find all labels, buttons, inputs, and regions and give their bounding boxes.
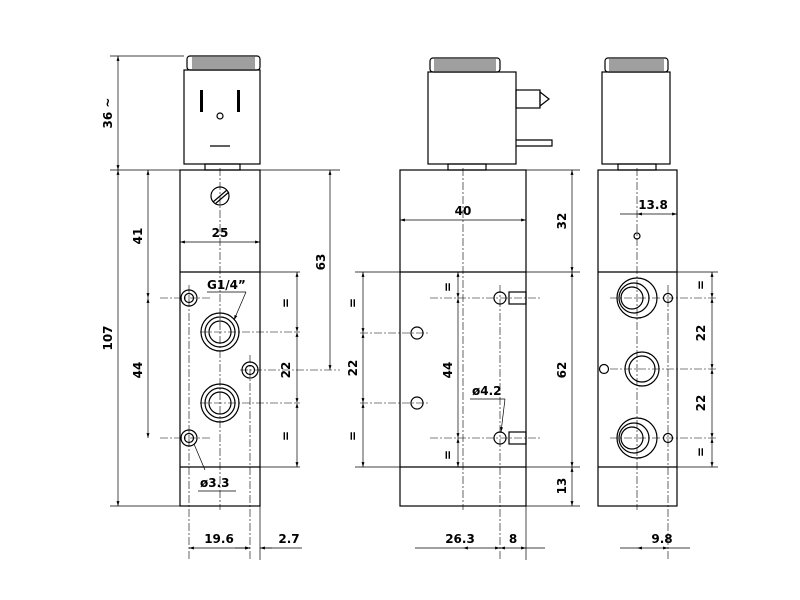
dim-height-63: 63 [314, 254, 328, 271]
dim-lower-section: 44 [131, 362, 145, 379]
dim-width-side: 40 [455, 204, 472, 218]
dim-mount-hole-side: ø4.2 [472, 384, 502, 398]
dim-side-pitch-22: 22 [346, 360, 360, 377]
equal-mark-side-left-lower: = [346, 431, 360, 441]
dim-offset-2-7: 2.7 [278, 532, 299, 546]
equal-mark-front-upper: = [279, 298, 293, 308]
front-view [160, 55, 340, 560]
dim-rear-9-8: 9.8 [651, 532, 672, 546]
equal-mark-rear-lower: = [694, 447, 708, 457]
dim-port-pitch-front: 22 [279, 362, 293, 379]
dim-top-section: 41 [131, 228, 145, 245]
dim-side-mid-62: 62 [555, 362, 569, 379]
dim-side-bottom-13: 13 [555, 478, 569, 495]
dim-rear-pitch-lower: 22 [694, 395, 708, 412]
side-dimensions: 40 = 22 = = 44 = ø4.2 32 62 13 26.3 [346, 169, 580, 560]
dim-offset-19-6: 19.6 [204, 532, 234, 546]
equal-mark-side-inner-lower: = [441, 450, 455, 460]
dim-coil-height: 36 ~ [101, 98, 115, 129]
dim-side-pitch-44: 44 [441, 362, 455, 379]
equal-mark-rear-upper: = [694, 280, 708, 290]
dim-offset-26-3: 26.3 [445, 532, 475, 546]
dim-rear-pitch-upper: 22 [694, 325, 708, 342]
dim-mount-hole-front: ø3.3 [200, 476, 230, 490]
rear-view [597, 57, 718, 560]
side-coil [427, 71, 517, 165]
dim-rear-13-8: 13.8 [638, 198, 668, 212]
equal-mark-side-left-upper: = [346, 298, 360, 308]
dim-body-total: 107 [101, 325, 115, 350]
front-dimensions: 36 ~ 107 41 44 25 G1/4” 63 = 22 = ø3.3 [101, 55, 340, 560]
front-coil [183, 69, 261, 165]
equal-mark-front-lower: = [279, 431, 293, 441]
equal-mark-side-inner-upper: = [441, 282, 455, 292]
dim-port-thread: G1/4” [207, 278, 246, 292]
rear-dimensions: 13.8 = 22 22 = 9.8 [620, 198, 718, 550]
rear-valve-body [597, 169, 678, 507]
dim-side-top-32: 32 [555, 213, 569, 230]
front-coil-cap [186, 55, 261, 71]
rear-coil [601, 71, 671, 165]
side-view [360, 57, 553, 560]
dim-offset-8: 8 [509, 532, 517, 546]
dim-width-front: 25 [212, 226, 229, 240]
